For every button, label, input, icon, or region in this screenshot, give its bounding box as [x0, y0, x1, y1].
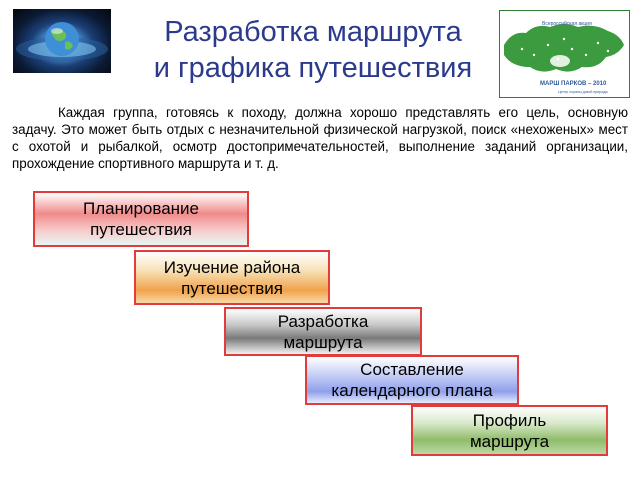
logo-headline: Всероссийская акция	[542, 20, 592, 27]
earth-globe-logo	[13, 9, 111, 73]
step-route-development: Разработка маршрута	[224, 307, 422, 356]
step-route-profile: Профиль маршрута	[411, 405, 608, 456]
park-march-logo: Всероссийская акция МАРШ ПАРКОВ – 2010 Ц…	[499, 10, 630, 98]
title-line-2: и графика путешествия	[153, 52, 473, 84]
step-area-study: Изучение района путешествия	[134, 250, 330, 305]
globe-icon	[16, 22, 108, 61]
intro-paragraph: Каждая группа, готовясь к походу, должна…	[12, 105, 628, 171]
title-line-1: Разработка маршрута	[164, 16, 462, 48]
logo-banner: МАРШ ПАРКОВ – 2010	[540, 81, 607, 87]
step-calendar-plan: Составление календарного плана	[305, 355, 519, 405]
step-planning: Планирование путешествия	[33, 191, 249, 247]
page-title: Разработка маршрута и графика путешестви…	[118, 14, 508, 86]
russia-map-icon: Всероссийская акция МАРШ ПАРКОВ – 2010 Ц…	[504, 20, 624, 94]
logo-tagline: Центр охраны дикой природы	[558, 90, 608, 94]
